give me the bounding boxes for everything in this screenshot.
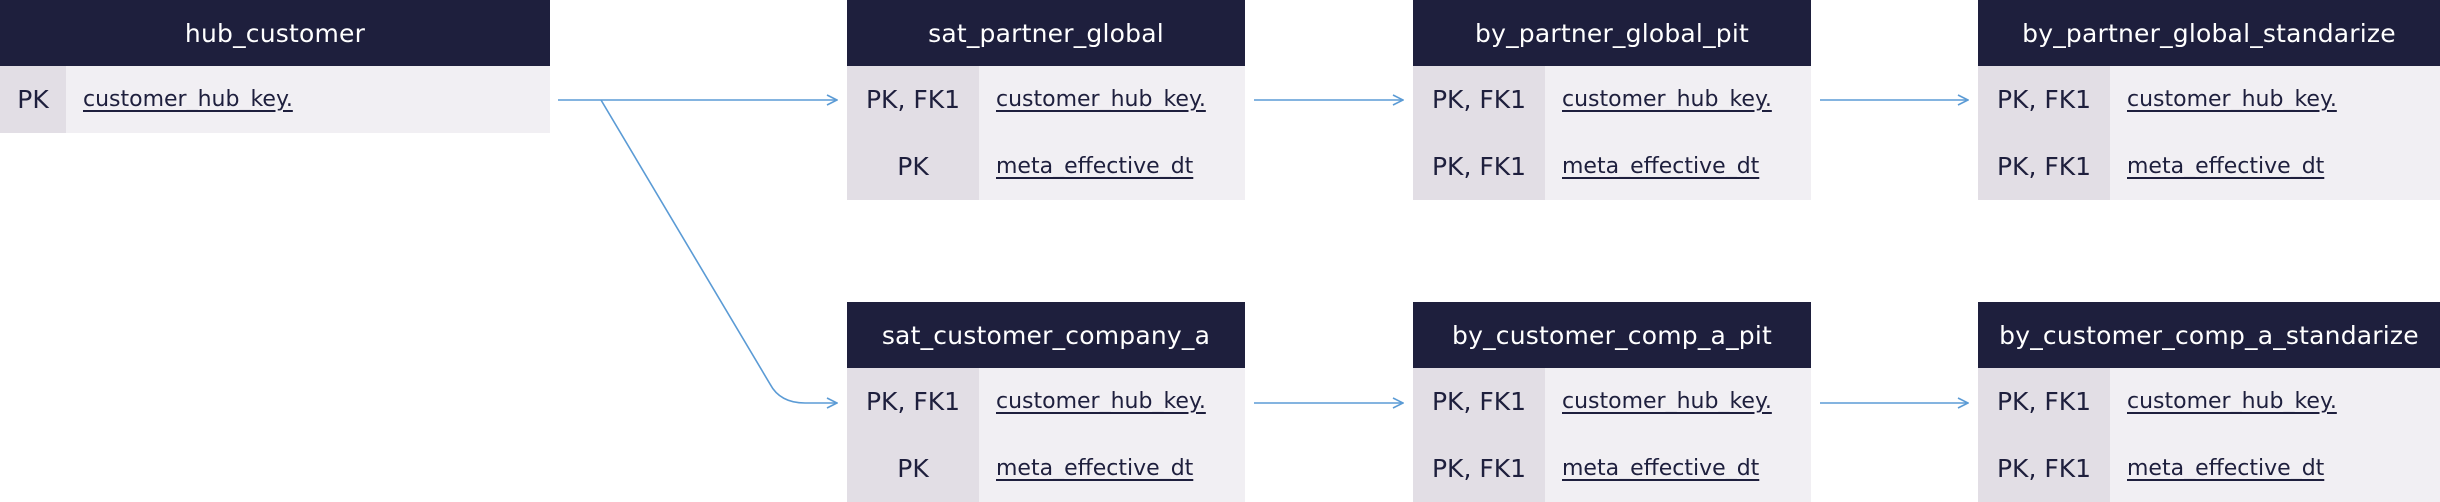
entity-title: hub_customer [0, 0, 550, 66]
column-name: meta_effective_dt [979, 435, 1245, 502]
entity-title: by_customer_comp_a_standarize [1978, 302, 2440, 368]
entity-title: by_customer_comp_a_pit [1413, 302, 1811, 368]
entity-row: PK customer_hub_key. [0, 66, 550, 133]
entity-row: PK, FK1 meta_effective_dt [1413, 133, 1811, 200]
entity-title: sat_partner_global [847, 0, 1245, 66]
entity-row: PK, FK1 customer_hub_key. [1413, 368, 1811, 435]
column-name: meta_effective_dt [1545, 435, 1811, 502]
key-label: PK [0, 66, 66, 133]
key-label: PK [847, 133, 979, 200]
entity-title: by_partner_global_standarize [1978, 0, 2440, 66]
key-label: PK, FK1 [1978, 435, 2110, 502]
entity-by-customer-comp-a-standarize[interactable]: by_customer_comp_a_standarize PK, FK1 cu… [1978, 302, 2440, 502]
column-name: customer_hub_key. [66, 66, 550, 133]
key-label: PK, FK1 [1413, 133, 1545, 200]
entity-by-partner-global-pit[interactable]: by_partner_global_pit PK, FK1 customer_h… [1413, 0, 1811, 200]
entity-row: PK, FK1 customer_hub_key. [847, 66, 1245, 133]
entity-hub-customer[interactable]: hub_customer PK customer_hub_key. [0, 0, 550, 133]
entity-row: PK, FK1 meta_effective_dt [1978, 435, 2440, 502]
column-name: customer_hub_key. [2110, 66, 2440, 133]
entity-row: PK, FK1 customer_hub_key. [1413, 66, 1811, 133]
entity-row: PK, FK1 customer_hub_key. [1978, 66, 2440, 133]
key-label: PK, FK1 [1413, 368, 1545, 435]
column-name: customer_hub_key. [2110, 368, 2440, 435]
edge-hub-to-sat-customer-company-a [600, 99, 837, 403]
key-label: PK, FK1 [1978, 66, 2110, 133]
key-label: PK, FK1 [847, 368, 979, 435]
column-name: meta_effective_dt [2110, 133, 2440, 200]
entity-row: PK, FK1 meta_effective_dt [1413, 435, 1811, 502]
column-name: meta_effective_dt [2110, 435, 2440, 502]
column-name: customer_hub_key. [1545, 368, 1811, 435]
entity-by-customer-comp-a-pit[interactable]: by_customer_comp_a_pit PK, FK1 customer_… [1413, 302, 1811, 502]
entity-title: by_partner_global_pit [1413, 0, 1811, 66]
column-name: meta_effective_dt [1545, 133, 1811, 200]
column-name: customer_hub_key. [979, 66, 1245, 133]
entity-row: PK meta_effective_dt [847, 133, 1245, 200]
entity-row: PK, FK1 customer_hub_key. [847, 368, 1245, 435]
key-label: PK, FK1 [1413, 66, 1545, 133]
key-label: PK, FK1 [1978, 133, 2110, 200]
column-name: meta_effective_dt [979, 133, 1245, 200]
key-label: PK, FK1 [1978, 368, 2110, 435]
column-name: customer_hub_key. [979, 368, 1245, 435]
entity-sat-partner-global[interactable]: sat_partner_global PK, FK1 customer_hub_… [847, 0, 1245, 200]
entity-sat-customer-company-a[interactable]: sat_customer_company_a PK, FK1 customer_… [847, 302, 1245, 502]
key-label: PK, FK1 [847, 66, 979, 133]
entity-title: sat_customer_company_a [847, 302, 1245, 368]
entity-by-partner-global-standarize[interactable]: by_partner_global_standarize PK, FK1 cus… [1978, 0, 2440, 200]
key-label: PK, FK1 [1413, 435, 1545, 502]
entity-row: PK meta_effective_dt [847, 435, 1245, 502]
key-label: PK [847, 435, 979, 502]
entity-row: PK, FK1 customer_hub_key. [1978, 368, 2440, 435]
entity-row: PK, FK1 meta_effective_dt [1978, 133, 2440, 200]
column-name: customer_hub_key. [1545, 66, 1811, 133]
